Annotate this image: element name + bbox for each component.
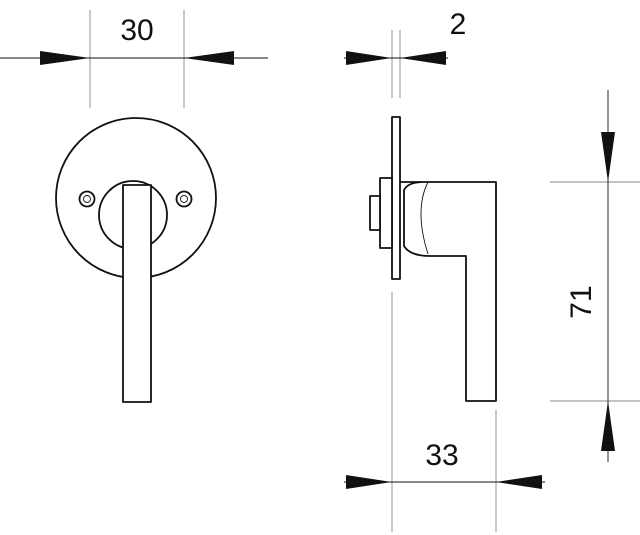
lever-handle-side	[397, 181, 497, 402]
dimension-label-71: 71	[565, 285, 598, 318]
dimension-lever-length: 71	[550, 90, 640, 462]
lever-neck-curve	[420, 181, 429, 255]
arrow-up	[601, 401, 615, 451]
lever-handle-front	[122, 184, 152, 403]
arrow-left	[184, 51, 234, 65]
arrow-right	[40, 51, 90, 65]
dimension-rosette-thickness: 2	[344, 8, 466, 98]
arrow-down	[601, 132, 615, 182]
rosette-plate-side	[391, 116, 401, 280]
dimension-lever-projection: 33	[344, 292, 545, 532]
arrow-left	[400, 51, 446, 65]
screw-hole-right	[175, 190, 193, 208]
arrow-right	[346, 51, 392, 65]
dimension-label-2: 2	[450, 8, 467, 41]
side-view	[369, 116, 497, 402]
screw-hole-left	[78, 190, 96, 208]
spindle-square	[369, 195, 381, 231]
front-view	[55, 117, 217, 403]
dimension-label-30: 30	[120, 14, 153, 47]
dimension-label-33: 33	[425, 439, 458, 472]
dimension-rosette-diameter: 30	[0, 10, 268, 108]
arrow-right	[346, 475, 392, 489]
spindle-stub	[379, 177, 393, 249]
arrow-left	[496, 475, 542, 489]
